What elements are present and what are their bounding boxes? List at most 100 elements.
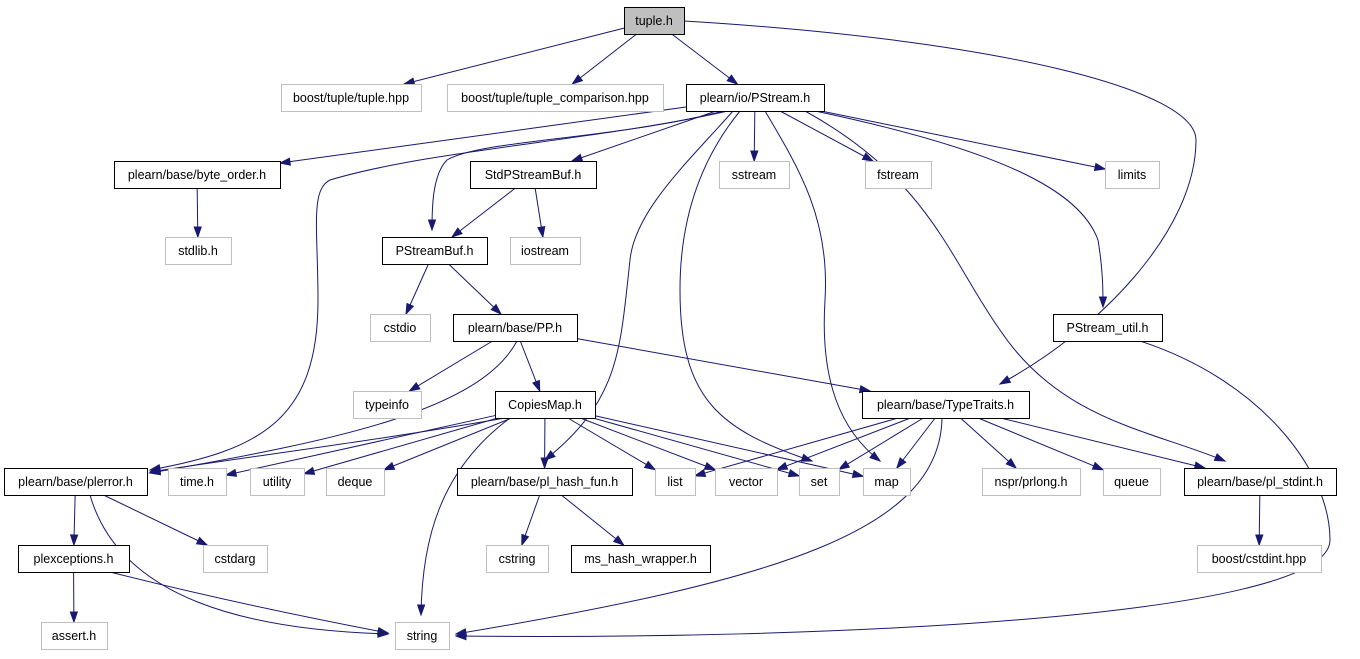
edge-arrowhead <box>1213 453 1227 462</box>
edge-pstream_h-to-sstream <box>750 110 759 163</box>
node-box <box>250 468 305 496</box>
node-box <box>1197 545 1322 573</box>
edge-arrowhead <box>69 611 79 624</box>
node-sstream: sstream <box>719 161 790 189</box>
nodes-layer: tuple.h boost/tuple/tuple.hpp boost/tuple/… <box>4 7 1337 650</box>
edge-pstream_h-to-limits <box>820 110 1107 172</box>
node-stdlib-h: stdlib.h <box>165 237 232 265</box>
node-label: plearn/base/plerror.h <box>18 475 133 489</box>
node-time-h: time.h <box>168 468 227 496</box>
edge-arrowhead <box>703 461 717 471</box>
node-label: queue <box>1114 475 1149 489</box>
node-boost-tuple-cmp: boost/tuple/tuple_comparison.hpp <box>447 84 664 112</box>
node-box <box>655 468 696 496</box>
node-map: map <box>863 468 911 496</box>
node-limits: limits <box>1105 161 1160 189</box>
node-pstreambuf-h[interactable]: PStreamBuf.h <box>382 237 488 265</box>
node-box <box>571 545 711 573</box>
node-label: limits <box>1118 168 1146 182</box>
edge-pp_h-to-typeinfo <box>408 340 493 392</box>
node-box <box>495 391 596 419</box>
node-label: stdlib.h <box>178 244 218 258</box>
edge-line <box>679 110 813 462</box>
node-label: plearn/base/pl_hash_fun.h <box>471 475 618 489</box>
node-pstream-util-h[interactable]: PStream_util.h <box>1053 314 1163 342</box>
node-boost-cstdint: boost/cstdint.hpp <box>1197 545 1322 573</box>
node-box <box>686 84 825 112</box>
edge-copiesmap_h-to-map <box>594 415 865 478</box>
edge-copiesmap_h-to-string <box>416 417 511 617</box>
edge-arrowhead <box>851 469 865 478</box>
edge-arrowhead <box>382 461 396 471</box>
node-box <box>41 622 108 650</box>
node-label: plearn/base/TypeTraits.h <box>877 398 1014 412</box>
node-box <box>486 545 549 573</box>
node-label: boost/tuple/tuple.hpp <box>293 91 409 105</box>
edge-line <box>977 417 1104 471</box>
edge-copiesmap_h-to-list <box>567 417 657 471</box>
node-copiesmap-h[interactable]: CopiesMap.h <box>495 391 596 419</box>
node-box <box>165 237 232 265</box>
edge-arrowhead <box>195 536 209 546</box>
node-pstream-h[interactable]: plearn/io/PStream.h <box>686 84 825 112</box>
node-tuple-h[interactable]: tuple.h <box>624 7 685 35</box>
node-box <box>395 622 450 650</box>
edge-line <box>455 340 1331 637</box>
edge-line <box>567 417 656 471</box>
node-pl-hash-fun-h[interactable]: plearn/base/pl_hash_fun.h <box>457 468 633 496</box>
edge-arrowhead <box>532 379 541 393</box>
node-box <box>457 468 633 496</box>
edge-pstreambuf_h-to-cstdio <box>405 263 429 316</box>
edge-arrowhead <box>540 457 549 470</box>
node-label: plearn/io/PStream.h <box>700 91 811 105</box>
node-cstdarg: cstdarg <box>203 545 268 573</box>
edge-line <box>279 106 687 164</box>
node-ms-hash-wrapper-h[interactable]: ms_hash_wrapper.h <box>571 545 711 573</box>
edge-pl_hash_fun_h-to-ms_hash_wrapper_h <box>561 494 625 546</box>
node-plexceptions-h[interactable]: plexceptions.h <box>18 545 130 573</box>
node-box <box>719 161 790 189</box>
edge-line <box>103 494 208 546</box>
node-box <box>799 468 840 496</box>
node-byte-order-h[interactable]: plearn/base/byte_order.h <box>114 161 281 189</box>
node-nspr-prlong: nspr/prlong.h <box>982 468 1081 496</box>
edge-arrowhead <box>571 74 584 85</box>
edge-copiesmap_h-to-utility <box>302 417 499 475</box>
node-assert-h: assert.h <box>41 622 108 650</box>
node-box <box>447 84 664 112</box>
node-typetraits-h[interactable]: plearn/base/TypeTraits.h <box>862 391 1030 419</box>
edge-line <box>838 417 924 470</box>
edge-arrowhead <box>787 468 801 478</box>
node-box <box>1103 468 1161 496</box>
node-boost-tuple: boost/tuple/tuple.hpp <box>281 84 422 112</box>
node-label: typeinfo <box>365 398 409 412</box>
node-label: boost/cstdint.hpp <box>1212 552 1307 566</box>
edge-copiesmap_h-to-set <box>592 417 801 478</box>
edge-arrowhead <box>278 157 291 166</box>
node-label: utility <box>263 475 292 489</box>
edge-line <box>455 417 943 635</box>
edge-line <box>779 110 874 162</box>
edge-pstreambuf_h-to-pp_h <box>448 263 502 316</box>
node-pp-h[interactable]: plearn/base/PP.h <box>453 314 578 342</box>
node-vector: vector <box>715 468 778 496</box>
edge-stdpstreambuf_h-to-iostream <box>534 187 546 239</box>
node-pl-stdint-h[interactable]: plearn/base/pl_stdint.h <box>1184 468 1337 496</box>
edge-arrowhead <box>402 77 416 86</box>
node-box <box>281 84 422 112</box>
node-iostream: iostream <box>510 237 581 265</box>
edge-arrowhead <box>521 533 530 547</box>
edge-line <box>572 33 637 85</box>
edge-pp_h-to-copiesmap_h <box>519 340 541 393</box>
edge-arrowhead <box>837 460 851 471</box>
edge-line <box>149 417 506 473</box>
node-plerror-h[interactable]: plearn/base/plerror.h <box>4 468 148 496</box>
edge-arrowhead <box>1093 162 1107 172</box>
edge-pp_h-to-plerror_h <box>148 340 518 476</box>
node-stdpstreambuf-h[interactable]: StdPStreamBuf.h <box>470 161 597 189</box>
edge-tuple_h-to-typetraits_h <box>683 20 1197 385</box>
edge-tuple_h-to-boost_tuple <box>402 27 625 86</box>
edge-line <box>683 20 1197 385</box>
edge-arrowhead <box>454 628 468 637</box>
